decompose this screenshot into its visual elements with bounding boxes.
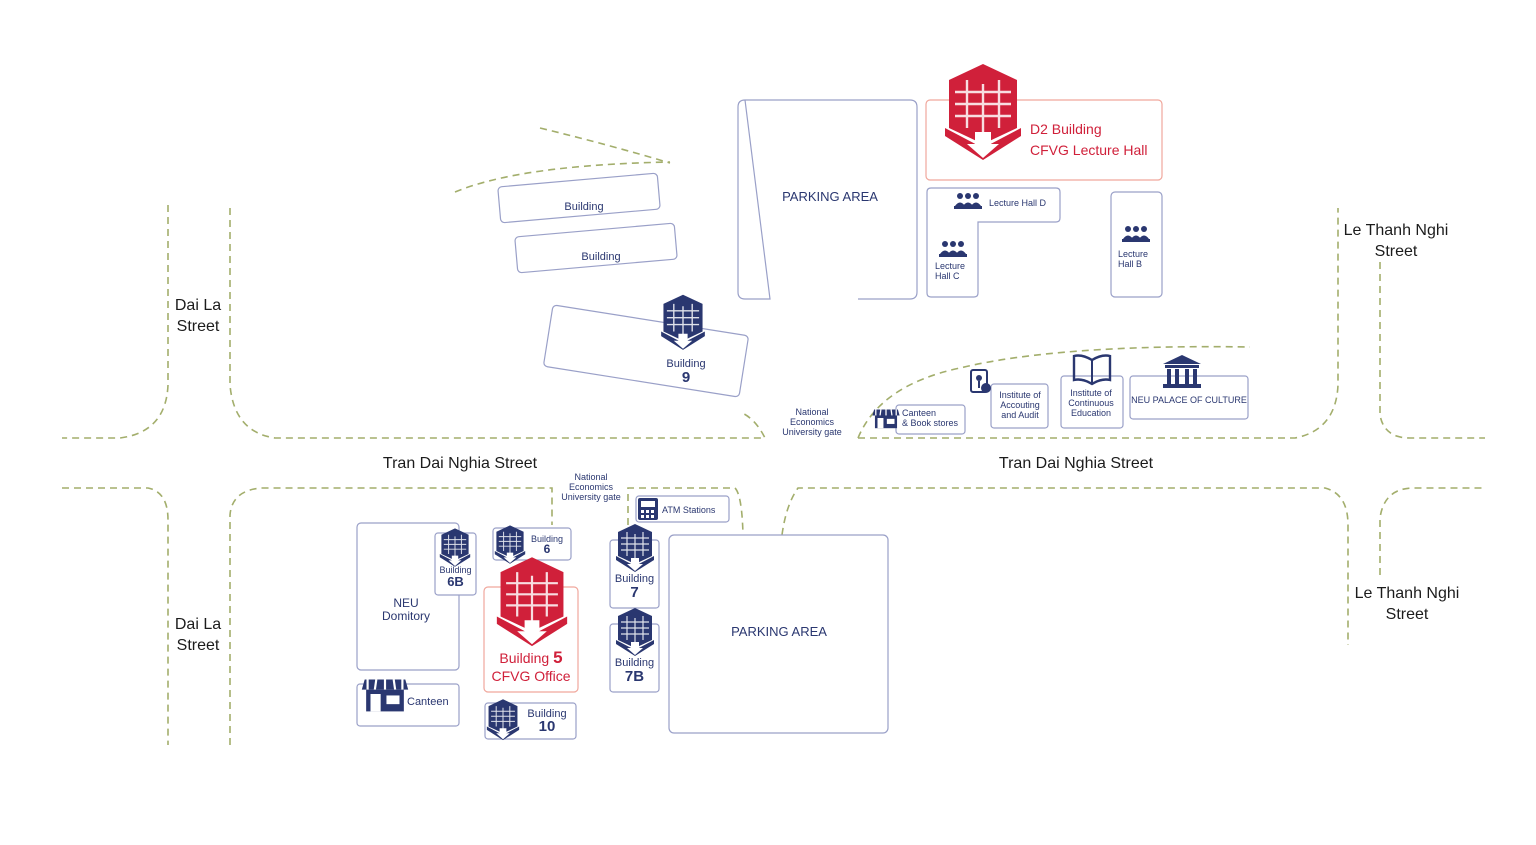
le-thanh-nghi-street-label-south: Le Thanh Nghi Street	[1354, 585, 1460, 623]
dormitory-label: NEU Domitory	[381, 596, 430, 624]
d2-building-label: D2 Building	[1030, 121, 1102, 137]
canteen-bookstores-label: Canteen & Book stores	[902, 408, 959, 429]
audit-icon	[970, 369, 991, 393]
institute-audit-label: Institute of Accouting and Audit	[999, 390, 1041, 421]
building-5-word: Building	[499, 650, 550, 666]
roads	[62, 127, 1485, 745]
building-label-lower: Building	[581, 251, 621, 263]
tran-dai-nghia-street-label-east: Tran Dai Nghia Street	[998, 455, 1154, 472]
building-10-number: 10	[538, 718, 556, 735]
building-5-subtitle: CFVG Office	[491, 668, 571, 684]
building-9-number: 9	[681, 369, 691, 386]
south-parking-label: PARKING AREA	[731, 624, 827, 639]
institute-education-label: Institute of Continuous Education	[1068, 388, 1114, 419]
building-label-upper: Building	[564, 201, 604, 213]
north-gate-label: National Economics University gate	[782, 407, 842, 438]
palace-of-culture-label: NEU PALACE OF CULTURE	[1131, 395, 1247, 405]
dai-la-street-label-south: Dai La Street	[174, 616, 222, 654]
le-thanh-nghi-street-label-north: Le Thanh Nghi Street	[1343, 222, 1449, 260]
lecture-hall-c-label: Lecture Hall C	[935, 261, 966, 282]
atm-stations-label: ATM Stations	[662, 505, 716, 515]
building-7b-number: 7B	[624, 668, 645, 685]
atm-icon	[638, 498, 658, 520]
palace-icon	[1163, 355, 1201, 388]
book-icon	[1072, 354, 1112, 386]
building-7-label: Building	[614, 573, 655, 585]
building-6b-label: Building	[439, 565, 472, 575]
building-6b-number: 6B	[447, 574, 464, 589]
building-9-label: Building	[666, 358, 706, 370]
canteen-label: Canteen	[407, 696, 449, 708]
building-5-label: Building 5	[484, 648, 578, 667]
building-10-label: Building	[527, 708, 567, 720]
south-gate-label: National Economics University gate	[561, 472, 621, 503]
building-5-number: 5	[553, 648, 563, 667]
building-6-label: Building	[530, 534, 564, 544]
north-outlines	[497, 99, 1249, 435]
building-7b-label: Building	[614, 657, 655, 669]
d2-building-subtitle: CFVG Lecture Hall	[1030, 142, 1148, 158]
building-6-number: 6	[543, 542, 551, 556]
lecture-hall-d-label: Lecture Hall D	[989, 198, 1047, 208]
building-7-number: 7	[630, 584, 639, 601]
canteen-icon	[871, 408, 901, 429]
canteen-icon	[360, 678, 410, 713]
tran-dai-nghia-street-label-west: Tran Dai Nghia Street	[382, 455, 538, 472]
north-parking-label: PARKING AREA	[782, 189, 878, 204]
dai-la-street-label-north: Dai La Street	[174, 297, 222, 335]
lecture-hall-b-label: Lecture Hall B	[1118, 249, 1149, 270]
